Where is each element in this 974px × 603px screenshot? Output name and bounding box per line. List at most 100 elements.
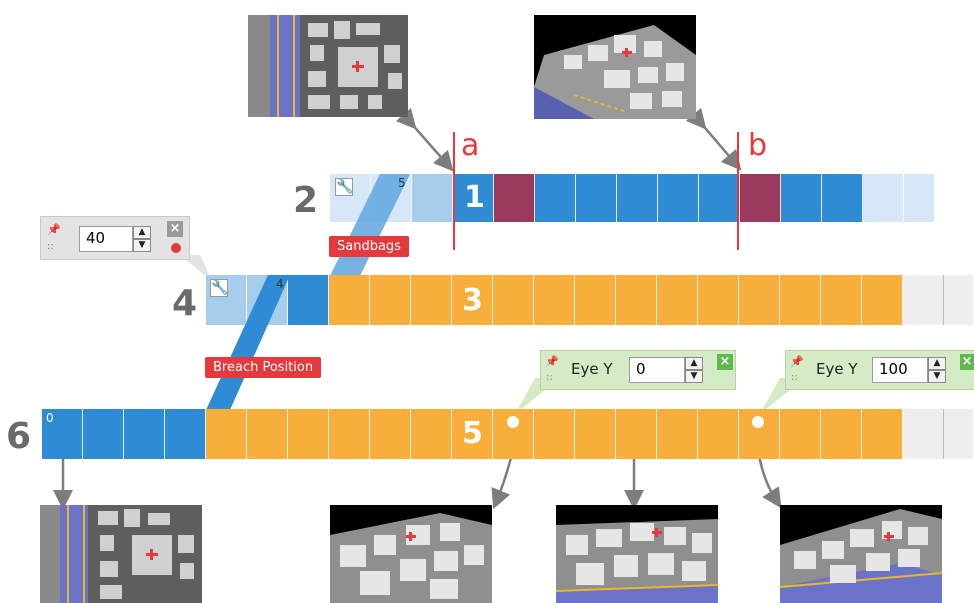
track-row-4 [206, 275, 974, 325]
marker-line-a[interactable] [453, 132, 455, 250]
eye-label: Eye Y [571, 360, 613, 378]
segment-number-3: 3 [462, 283, 483, 318]
segment-number-5: 5 [462, 416, 483, 451]
segment-number-1: 1 [464, 180, 485, 215]
track-cell[interactable] [288, 409, 329, 459]
track-cell[interactable] [862, 275, 903, 325]
track-cell[interactable] [822, 174, 863, 222]
track-cell[interactable] [616, 409, 657, 459]
pin-icon[interactable]: 📌 [545, 355, 559, 368]
track-cell[interactable] [575, 409, 616, 459]
track-cell[interactable] [616, 275, 657, 325]
track-cell[interactable] [699, 174, 740, 222]
track-cell[interactable] [247, 409, 288, 459]
track-cell[interactable] [165, 409, 206, 459]
spin-up-icon[interactable]: ▲ [133, 226, 151, 239]
track-cell[interactable] [412, 174, 453, 222]
track-cell[interactable] [944, 409, 974, 459]
spin-down-icon[interactable]: ▼ [133, 239, 151, 252]
track-cell[interactable] [452, 275, 493, 325]
spin-up-icon[interactable]: ▲ [928, 357, 946, 370]
close-icon[interactable]: × [960, 354, 974, 370]
drag-handle-icon[interactable]: :: [791, 372, 798, 383]
track-cell[interactable] [288, 275, 329, 325]
track-cell[interactable] [206, 409, 247, 459]
track-cell[interactable] [493, 275, 534, 325]
spin-down-icon[interactable]: ▼ [685, 370, 703, 383]
track-cell[interactable] [821, 275, 862, 325]
row-label-2: 2 [293, 180, 319, 221]
record-dot-icon[interactable] [171, 243, 181, 253]
track-cell[interactable] [698, 275, 739, 325]
thumbnail-top-view-a [248, 15, 408, 117]
track-row-6 [42, 409, 974, 459]
eye-value-field[interactable]: 0 [629, 357, 685, 383]
track-cell[interactable] [739, 275, 780, 325]
marker-line-b[interactable] [737, 132, 739, 250]
track-cell-selected-b[interactable] [740, 174, 781, 222]
marker-label-b: b [748, 128, 768, 163]
number-panel: 📌 :: 40 ▲ ▼ × [40, 216, 190, 260]
eye-value-field[interactable]: 100 [872, 357, 928, 383]
track-cell[interactable] [903, 409, 944, 459]
track-cell[interactable] [534, 409, 575, 459]
branch-wedge-row2 [330, 174, 410, 276]
keyframe-eye100[interactable] [752, 416, 764, 428]
track-cell[interactable] [904, 174, 935, 222]
tag-sandbags[interactable]: Sandbags [329, 236, 409, 257]
close-icon[interactable]: × [167, 221, 183, 237]
track-cell[interactable] [576, 174, 617, 222]
index-label-0: 0 [46, 411, 54, 425]
track-cell[interactable] [863, 174, 904, 222]
track-cell[interactable] [821, 409, 862, 459]
track-cell[interactable] [42, 409, 83, 459]
branch-wedge-row4 [206, 275, 290, 410]
track-cell[interactable] [124, 409, 165, 459]
thumbnail-mid [556, 505, 718, 603]
track-cell[interactable] [411, 275, 452, 325]
thumbnail-eye100 [780, 505, 942, 603]
track-cell[interactable] [657, 275, 698, 325]
pin-icon[interactable]: 📌 [790, 355, 804, 368]
drag-handle-icon[interactable]: :: [47, 241, 54, 252]
track-cell[interactable] [370, 409, 411, 459]
track-cell[interactable] [534, 275, 575, 325]
track-cell[interactable] [329, 275, 370, 325]
track-cell[interactable] [781, 174, 822, 222]
eye-panel-0: 📌 :: Eye Y 0 ▲ ▼ × [540, 350, 736, 390]
track-cell[interactable] [617, 174, 658, 222]
track-cell[interactable] [453, 174, 494, 222]
arrow-thumb-top-right [685, 107, 742, 171]
eye-label: Eye Y [816, 360, 858, 378]
pin-icon[interactable]: 📌 [47, 223, 61, 236]
thumbnail-eye0 [330, 505, 492, 603]
track-cell[interactable] [411, 409, 452, 459]
track-cell[interactable] [83, 409, 124, 459]
track-cell[interactable] [862, 409, 903, 459]
tag-breach-position[interactable]: Breach Position [205, 357, 322, 378]
track-cell[interactable] [452, 409, 493, 459]
track-cell[interactable] [903, 275, 944, 325]
close-icon[interactable]: × [717, 354, 733, 370]
track-cell[interactable] [780, 275, 821, 325]
spin-down-icon[interactable]: ▼ [928, 370, 946, 383]
track-cell-selected-a[interactable] [494, 174, 535, 222]
track-cell[interactable] [944, 275, 974, 325]
track-cell[interactable] [698, 409, 739, 459]
eye-panel-100: 📌 :: Eye Y 100 ▲ ▼ × [785, 350, 974, 390]
spin-up-icon[interactable]: ▲ [685, 357, 703, 370]
track-cell[interactable] [658, 174, 699, 222]
row-label-6: 6 [6, 416, 32, 457]
track-cell[interactable] [575, 275, 616, 325]
track-cell[interactable] [329, 409, 370, 459]
drag-handle-icon[interactable]: :: [546, 372, 553, 383]
track-cell[interactable] [657, 409, 698, 459]
track-cell[interactable] [370, 275, 411, 325]
track-cell[interactable] [780, 409, 821, 459]
wrench-icon[interactable]: 🔧 [335, 178, 354, 196]
track-cell[interactable] [535, 174, 576, 222]
index-label-4: 4 [276, 277, 284, 291]
wrench-icon[interactable]: 🔧 [210, 279, 229, 297]
keyframe-eye0[interactable] [507, 416, 519, 428]
number-value-field[interactable]: 40 [79, 226, 133, 252]
